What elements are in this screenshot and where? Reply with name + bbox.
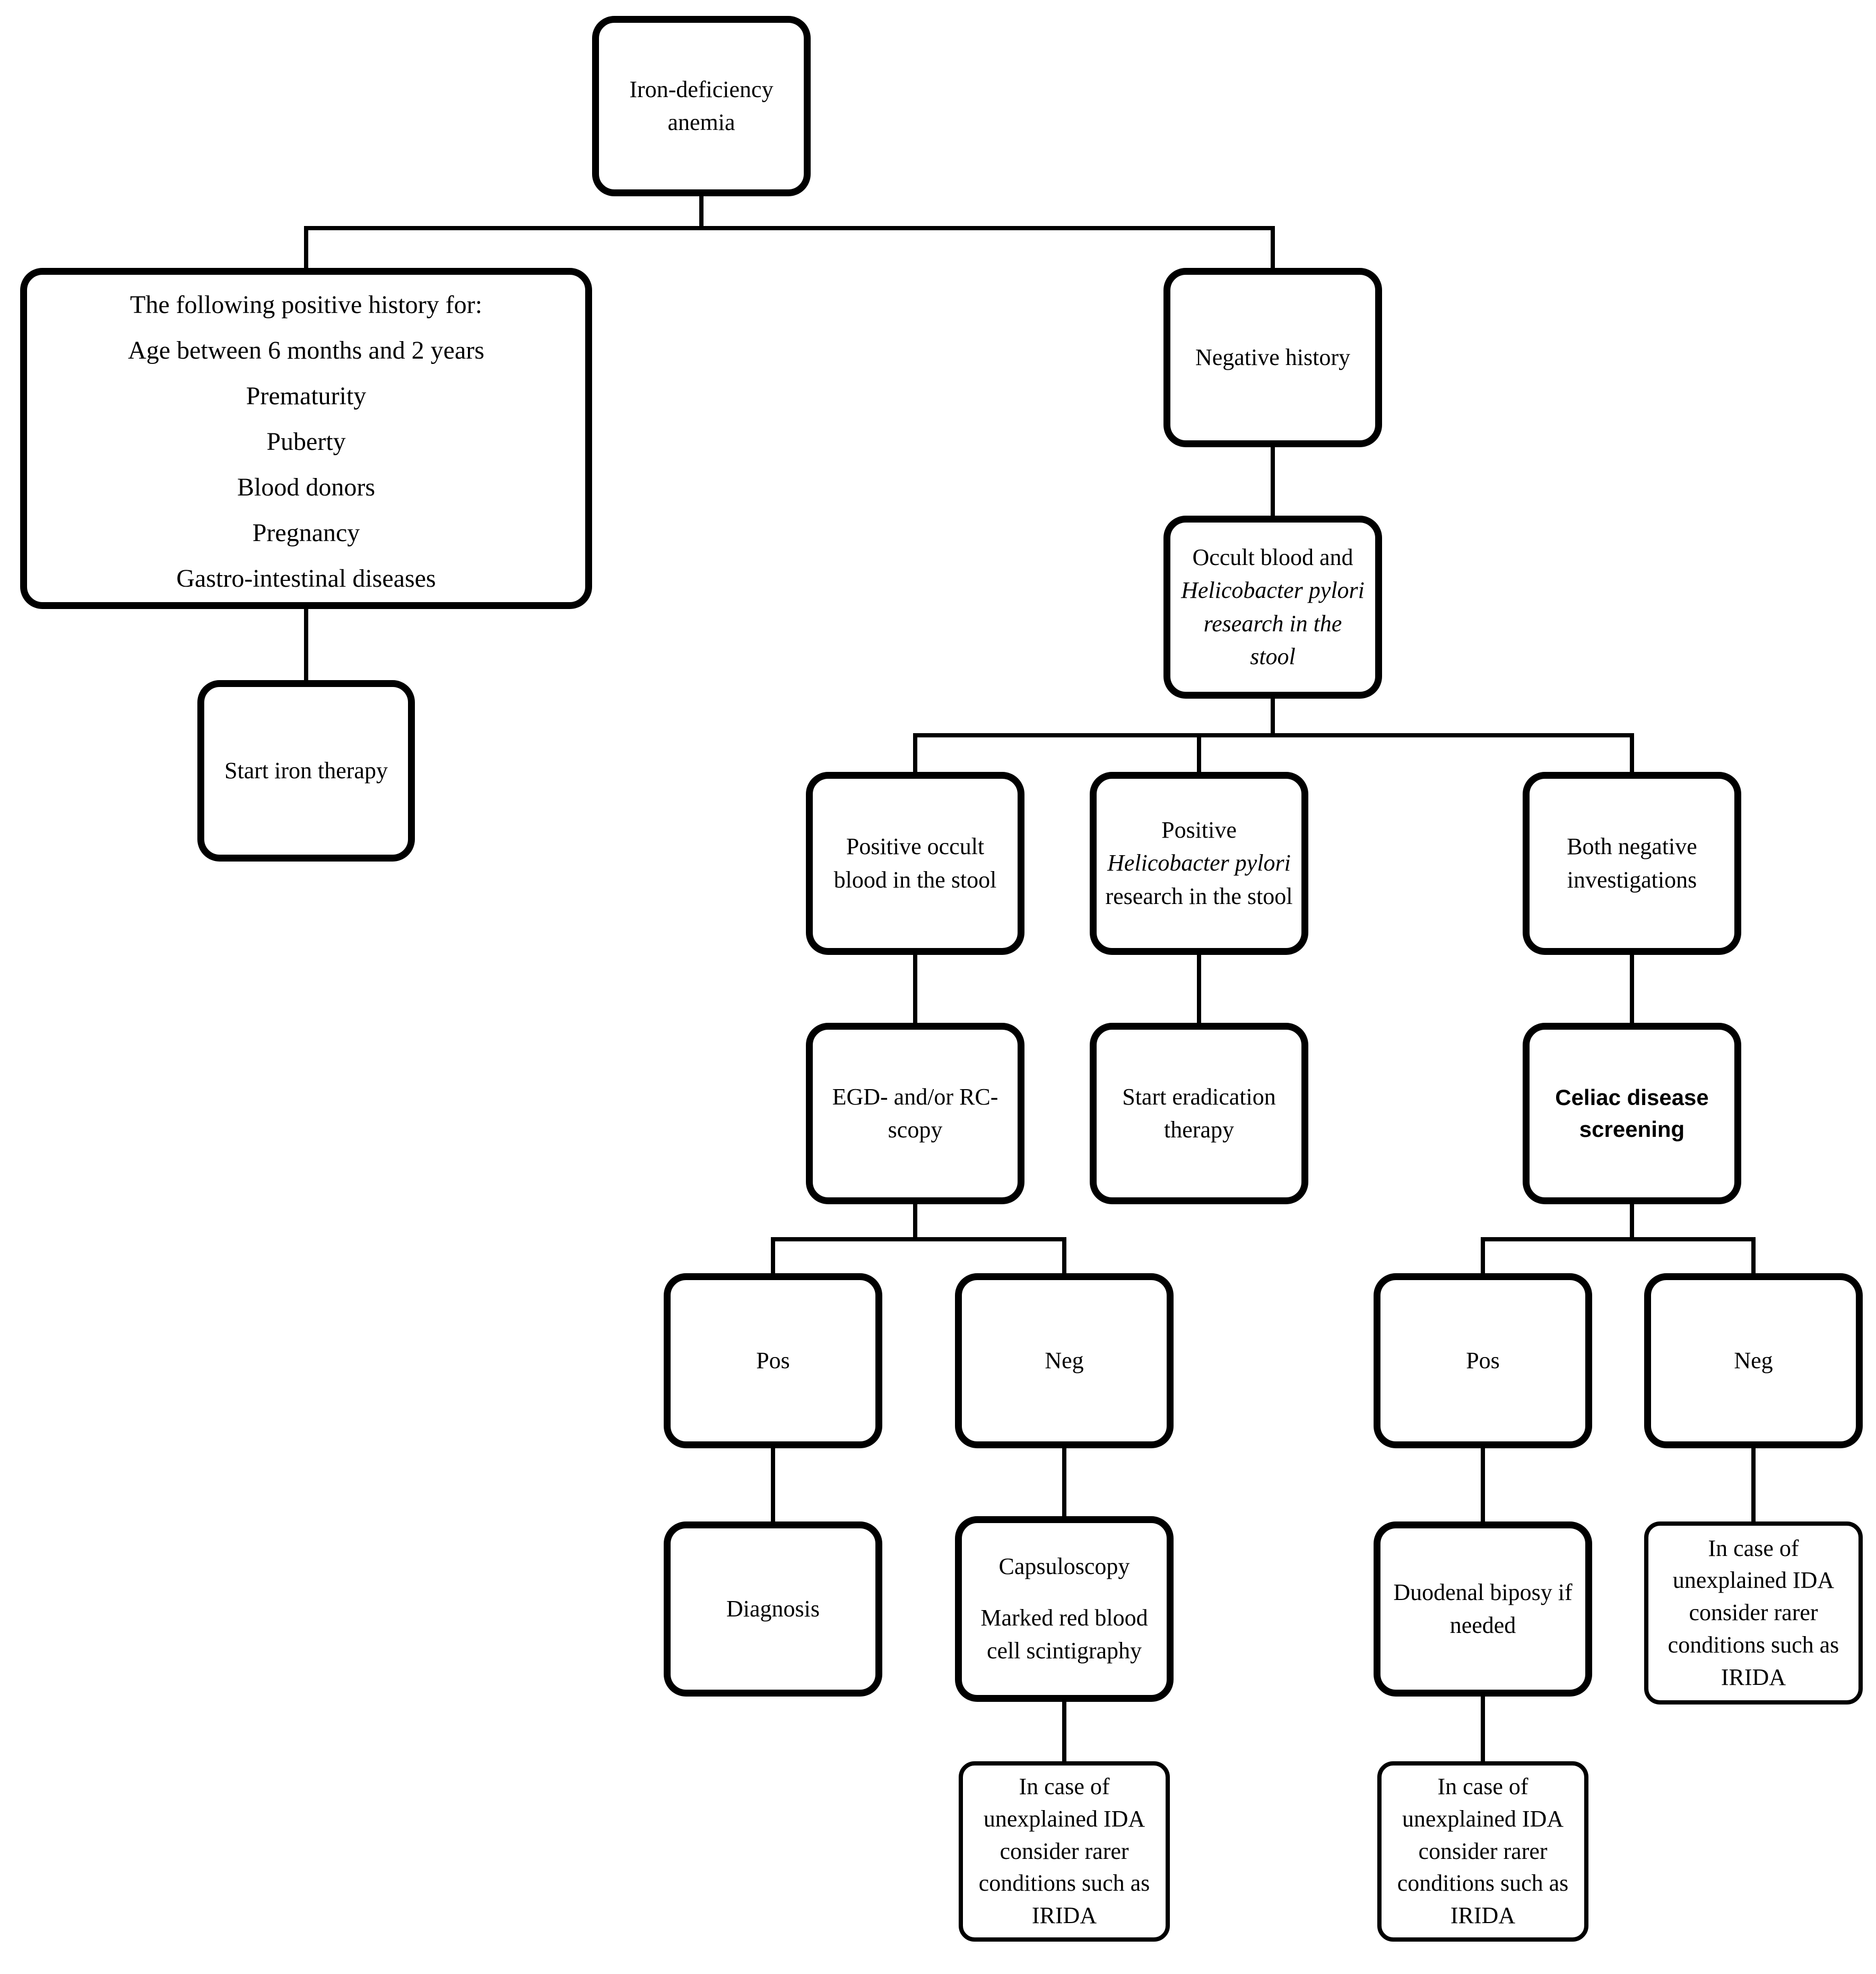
connector-drop-negative-history [1271, 226, 1275, 268]
node-diagnosis: Diagnosis [664, 1521, 882, 1697]
node-egd-rc-scopy-label: EGD- and/or RC-scopy [832, 1083, 998, 1143]
connector-drop-positive-occult [913, 733, 917, 772]
node-positive-hp-research: Positive Helicobacter pylori research in… [1090, 772, 1308, 955]
node-celiac-neg: Neg [1644, 1273, 1863, 1448]
connector-drop-positive-hp [1197, 733, 1201, 772]
node-negative-history: Negative history [1163, 268, 1382, 447]
node-egd-neg-label: Neg [1045, 1347, 1084, 1373]
node-celiac-neg-label: Neg [1734, 1347, 1773, 1373]
connector-trunk-celiac-results [1481, 1237, 1756, 1241]
node-irida-note-right-label: In case of unexplained IDA consider rare… [1667, 1535, 1839, 1690]
connector-hp-to-eradication [1197, 955, 1201, 1023]
node-positive-history-list: The following positive history for:Age b… [20, 268, 592, 609]
node-start-eradication-therapy: Start eradication therapy [1090, 1023, 1308, 1204]
node-capsuloscopy-label: Capsuloscopy [998, 1553, 1130, 1580]
node-occult-blood-hp-research-label: Occult blood and Helicobacter pylori res… [1181, 544, 1365, 669]
node-irida-note-capsuloscopy: In case of unexplained IDA consider rare… [959, 1761, 1170, 1942]
connector-drop-neg-right [1751, 1237, 1756, 1273]
node-both-negative-investigations-label: Both negative investigations [1567, 833, 1697, 893]
node-egd-pos: Pos [664, 1273, 882, 1448]
connector-iron-to-trunk [699, 196, 704, 230]
connector-trunk-stool-results [913, 733, 1634, 737]
node-positive-occult-blood: Positive occult blood in the stool [806, 772, 1024, 955]
node-celiac-disease-screening: Celiac disease screening [1523, 1023, 1741, 1204]
node-duodenal-biopsy-label: Duodenal biposy if needed [1393, 1579, 1573, 1638]
node-positive-hp-research-label: Positive Helicobacter pylori research in… [1105, 816, 1293, 909]
connector-celiac-to-trunk4 [1630, 1204, 1634, 1241]
node-positive-history-lines: The following positive history for:Age b… [128, 291, 484, 593]
node-duodenal-biopsy: Duodenal biposy if needed [1374, 1521, 1592, 1697]
node-positive-occult-blood-label: Positive occult blood in the stool [833, 833, 997, 893]
node-negative-history-label: Negative history [1195, 344, 1351, 370]
node-start-iron-therapy: Start iron therapy [197, 680, 415, 862]
node-egd-pos-label: Pos [756, 1347, 790, 1373]
node-scintigraphy-label: Marked red blood cell scintigraphy [980, 1604, 1148, 1664]
node-diagnosis-label: Diagnosis [726, 1595, 820, 1622]
node-start-eradication-therapy-label: Start eradication therapy [1122, 1083, 1276, 1143]
node-celiac-disease-screening-label: Celiac disease screening [1555, 1085, 1709, 1142]
connector-drop-pos-left [771, 1237, 775, 1273]
connector-pos-to-diagnosis [771, 1448, 775, 1521]
node-capsuloscopy-scintigraphy: Capsuloscopy Marked red blood cell scint… [955, 1516, 1174, 1702]
node-egd-neg: Neg [955, 1273, 1174, 1448]
connector-drop-neg-left [1062, 1237, 1066, 1273]
connector-neg-to-irida [1751, 1448, 1756, 1521]
node-celiac-pos-label: Pos [1466, 1347, 1500, 1373]
connector-neg-to-capsuloscopy [1062, 1448, 1066, 1516]
connector-drop-both-negative [1630, 733, 1634, 772]
connector-occult-to-trunk2 [1271, 699, 1275, 737]
node-irida-note-capsuloscopy-label: In case of unexplained IDA consider rare… [978, 1773, 1150, 1929]
connector-negative-to-occult [1271, 447, 1275, 516]
connector-trunk-egd-results [771, 1237, 1066, 1241]
connector-drop-pos-right [1481, 1237, 1485, 1273]
connector-bothneg-to-celiac [1630, 955, 1634, 1023]
node-celiac-pos: Pos [1374, 1273, 1592, 1448]
node-start-iron-therapy-label: Start iron therapy [224, 757, 388, 784]
node-irida-note-duodenal: In case of unexplained IDA consider rare… [1377, 1761, 1588, 1942]
node-both-negative-investigations: Both negative investigations [1523, 772, 1741, 955]
node-iron-deficiency-anemia: Iron-deficiency anemia [592, 16, 811, 196]
connector-pos-to-duodenal [1481, 1448, 1485, 1521]
node-irida-note-duodenal-label: In case of unexplained IDA consider rare… [1397, 1773, 1569, 1929]
node-iron-deficiency-anemia-label: Iron-deficiency anemia [629, 76, 774, 135]
connector-duodenal-to-irida [1481, 1697, 1485, 1761]
connector-capsuloscopy-to-irida [1062, 1702, 1066, 1761]
node-occult-blood-hp-research: Occult blood and Helicobacter pylori res… [1163, 516, 1382, 699]
connector-history-to-start-iron [304, 609, 308, 680]
node-egd-rc-scopy: EGD- and/or RC-scopy [806, 1023, 1024, 1204]
node-irida-note-right: In case of unexplained IDA consider rare… [1644, 1521, 1863, 1705]
connector-egd-to-trunk3 [913, 1204, 917, 1241]
connector-occult-to-egd [913, 955, 917, 1023]
connector-trunk-top [304, 226, 1275, 230]
connector-drop-history [304, 226, 308, 268]
